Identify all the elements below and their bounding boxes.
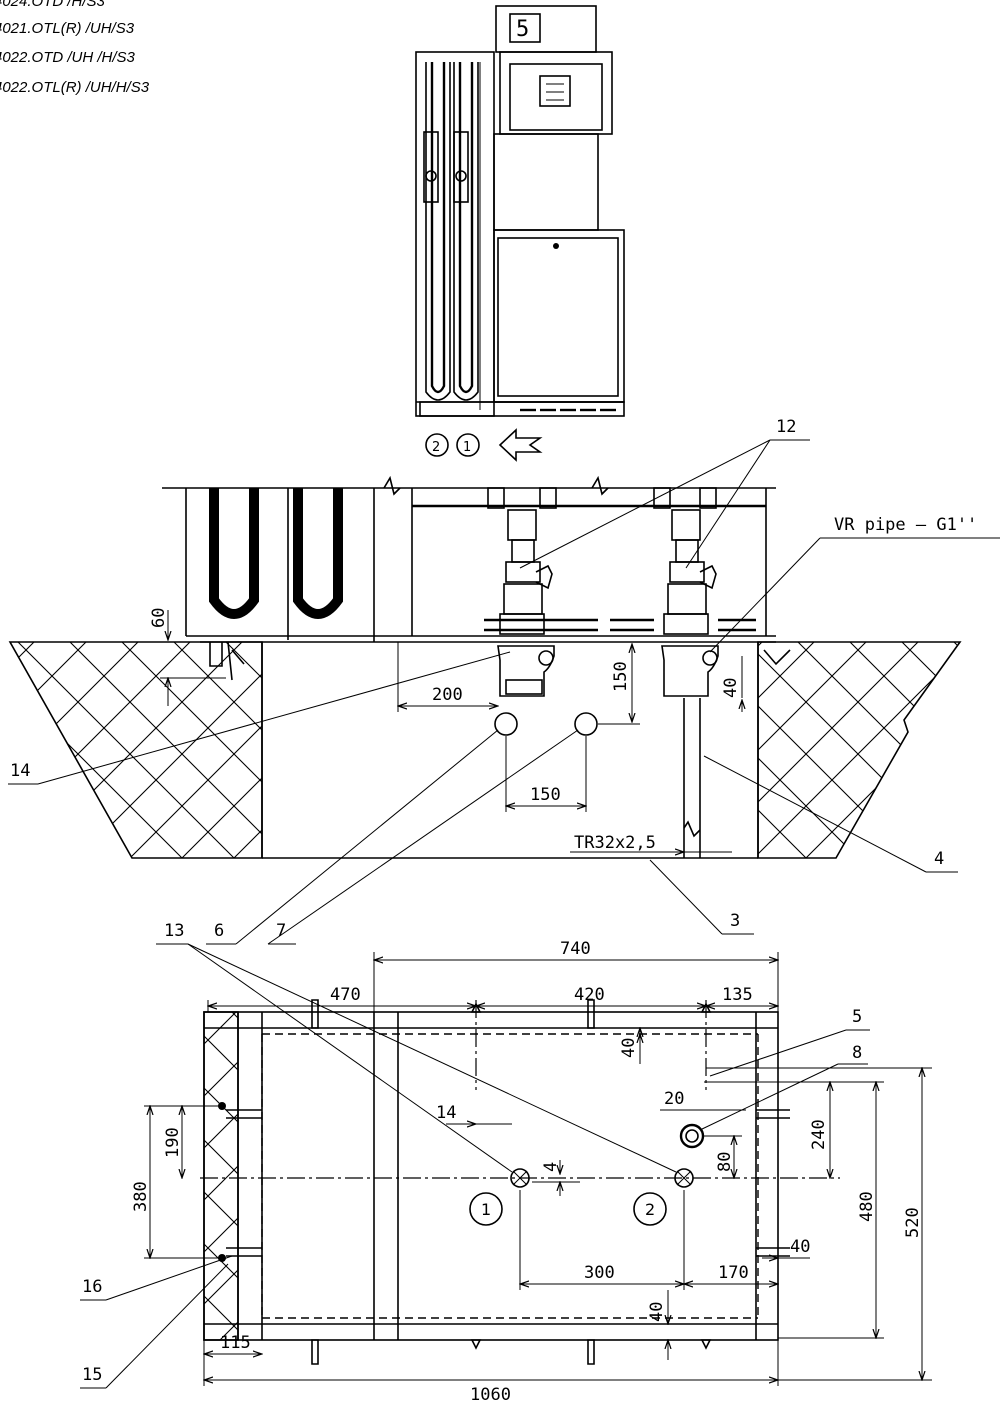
dim-60: 60 (149, 608, 169, 628)
callout-12: 12 (776, 417, 796, 437)
dim-1060: 1060 (470, 1385, 511, 1405)
dim-4: 4 (541, 1162, 561, 1172)
dim-470: 470 (330, 985, 361, 1005)
dim-190: 190 (163, 1127, 183, 1158)
position-2-label: 2 (645, 1200, 655, 1219)
callout-14: 14 (10, 761, 30, 781)
position-1-label: 1 (481, 1200, 491, 1219)
dim-240: 240 (809, 1119, 829, 1150)
dim-740: 740 (560, 939, 591, 959)
model-item: 4022.OTD /UH /H/S3 (0, 49, 136, 66)
callout-8: 8 (852, 1043, 862, 1063)
callout-5: 5 (852, 1007, 862, 1027)
callout-15: 15 (82, 1365, 102, 1385)
callout-3: 3 (730, 911, 740, 931)
model-item: 4024.OTD /H/S3 (0, 0, 106, 10)
nozzle-markers: 2 1 (425, 428, 543, 462)
dim-150-horizontal: 150 (530, 785, 561, 805)
section-callouts: 12 VR pipe – G1'' 14 4 6 7 3 (8, 417, 1000, 945)
dim-40-bottom: 40 (647, 1302, 667, 1322)
dim-135: 135 (722, 985, 753, 1005)
dim-200: 200 (432, 685, 463, 705)
model-item: 4022.OTL(R) /UH/H/S3 (0, 79, 150, 96)
dim-20: 20 (664, 1089, 684, 1109)
dim-170: 170 (718, 1263, 749, 1283)
callout-6: 6 (214, 921, 224, 941)
model-list: 4024.OTD /H/S3 4021.OTL(R) /UH/S3 4022.O… (0, 0, 150, 96)
dispenser-sign-number: 5 (516, 17, 529, 42)
dim-380: 380 (131, 1181, 151, 1212)
plan-view: 1 2 (200, 999, 840, 1365)
callout-13: 13 (164, 921, 184, 941)
dim-80: 80 (715, 1152, 735, 1172)
model-item: 4021.OTL(R) /UH/S3 (0, 20, 135, 37)
callout-7: 7 (276, 921, 286, 941)
dim-480: 480 (857, 1191, 877, 1222)
plan-callouts: 13 5 8 16 15 (80, 921, 870, 1389)
dim-14: 14 (436, 1103, 456, 1123)
direction-arrow-icon (498, 428, 543, 462)
dim-520: 520 (903, 1207, 923, 1238)
pipe-size: TR32x2,5 (574, 833, 656, 853)
nozzle-1-label: 1 (463, 440, 471, 455)
dim-300: 300 (584, 1263, 615, 1283)
dim-40-right: 40 (790, 1237, 810, 1257)
nozzle-2-label: 2 (432, 440, 440, 455)
callout-16: 16 (82, 1277, 102, 1297)
dim-150-vertical: 150 (611, 661, 631, 692)
dim-115: 115 (220, 1333, 251, 1353)
dim-420: 420 (574, 985, 605, 1005)
dispenser-front-view: 5 (415, 5, 625, 417)
dim-40-top: 40 (619, 1038, 639, 1058)
section-view: 60 200 150 40 150 TR32x2,5 (8, 475, 962, 859)
plan-dimensions: 740 470 420 135 40 14 20 4 190 380 240 8… (131, 939, 932, 1405)
callout-vr-pipe: VR pipe – G1'' (834, 515, 977, 535)
dim-40-section: 40 (721, 678, 741, 698)
callout-4: 4 (934, 849, 944, 869)
